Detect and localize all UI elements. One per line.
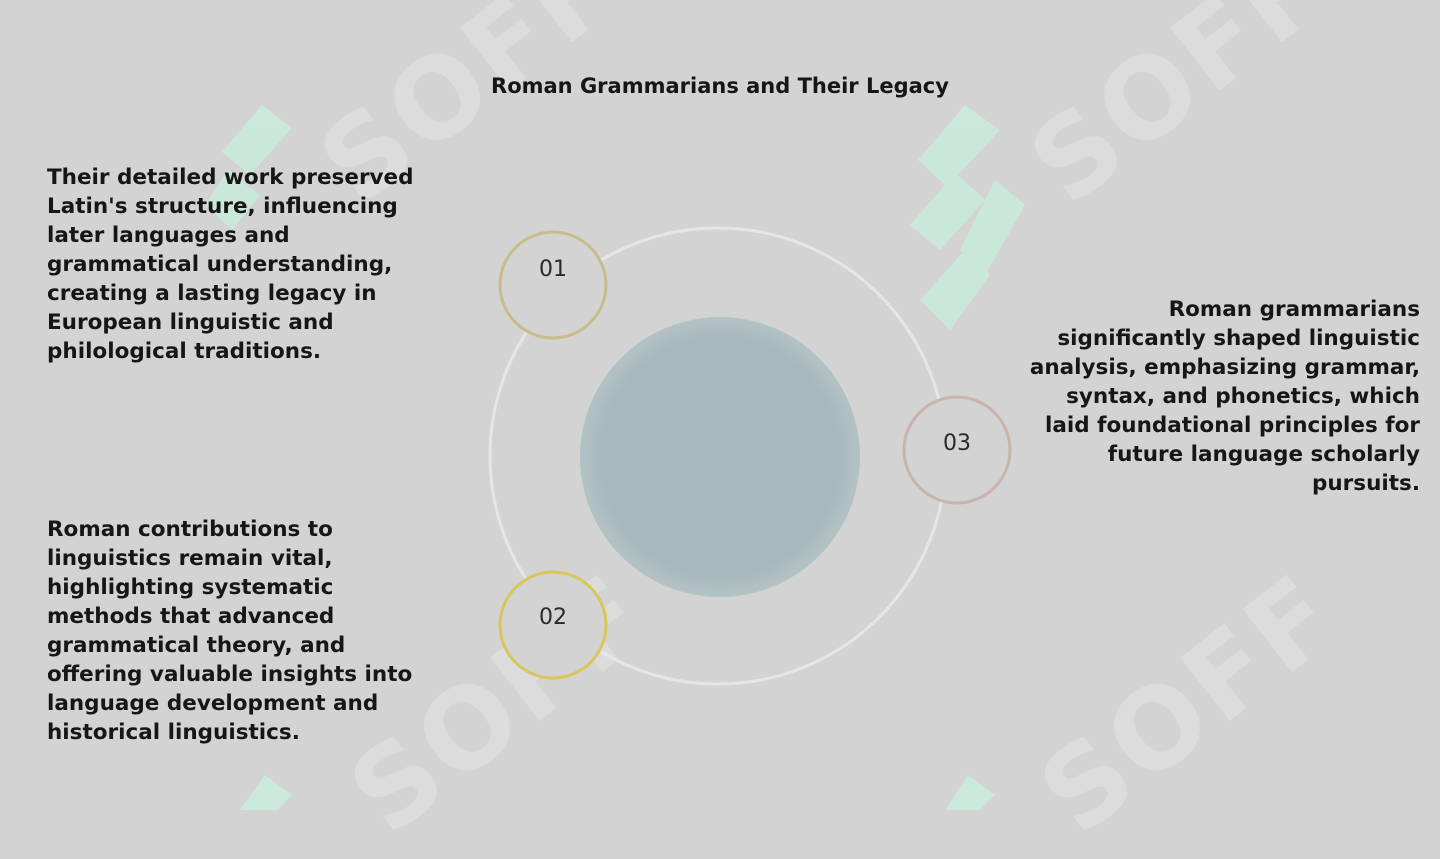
node-circle-02 bbox=[498, 570, 608, 680]
item-text-03: Roman grammarians significantly shaped l… bbox=[1029, 297, 1420, 496]
node-number-03: 03 bbox=[943, 430, 971, 456]
cycle-diagram bbox=[488, 226, 1012, 686]
node-circle-01 bbox=[498, 230, 608, 340]
item-text-02: Roman contributions to linguistics remai… bbox=[47, 517, 413, 745]
node-number-01: 01 bbox=[539, 256, 567, 282]
node-number-02: 02 bbox=[539, 604, 567, 630]
item-text-01: Their detailed work preserved Latin's st… bbox=[47, 165, 414, 364]
node-circle-03 bbox=[902, 395, 1012, 505]
page-title: Roman Grammarians and Their Legacy bbox=[491, 74, 949, 98]
center-circle bbox=[580, 317, 860, 597]
